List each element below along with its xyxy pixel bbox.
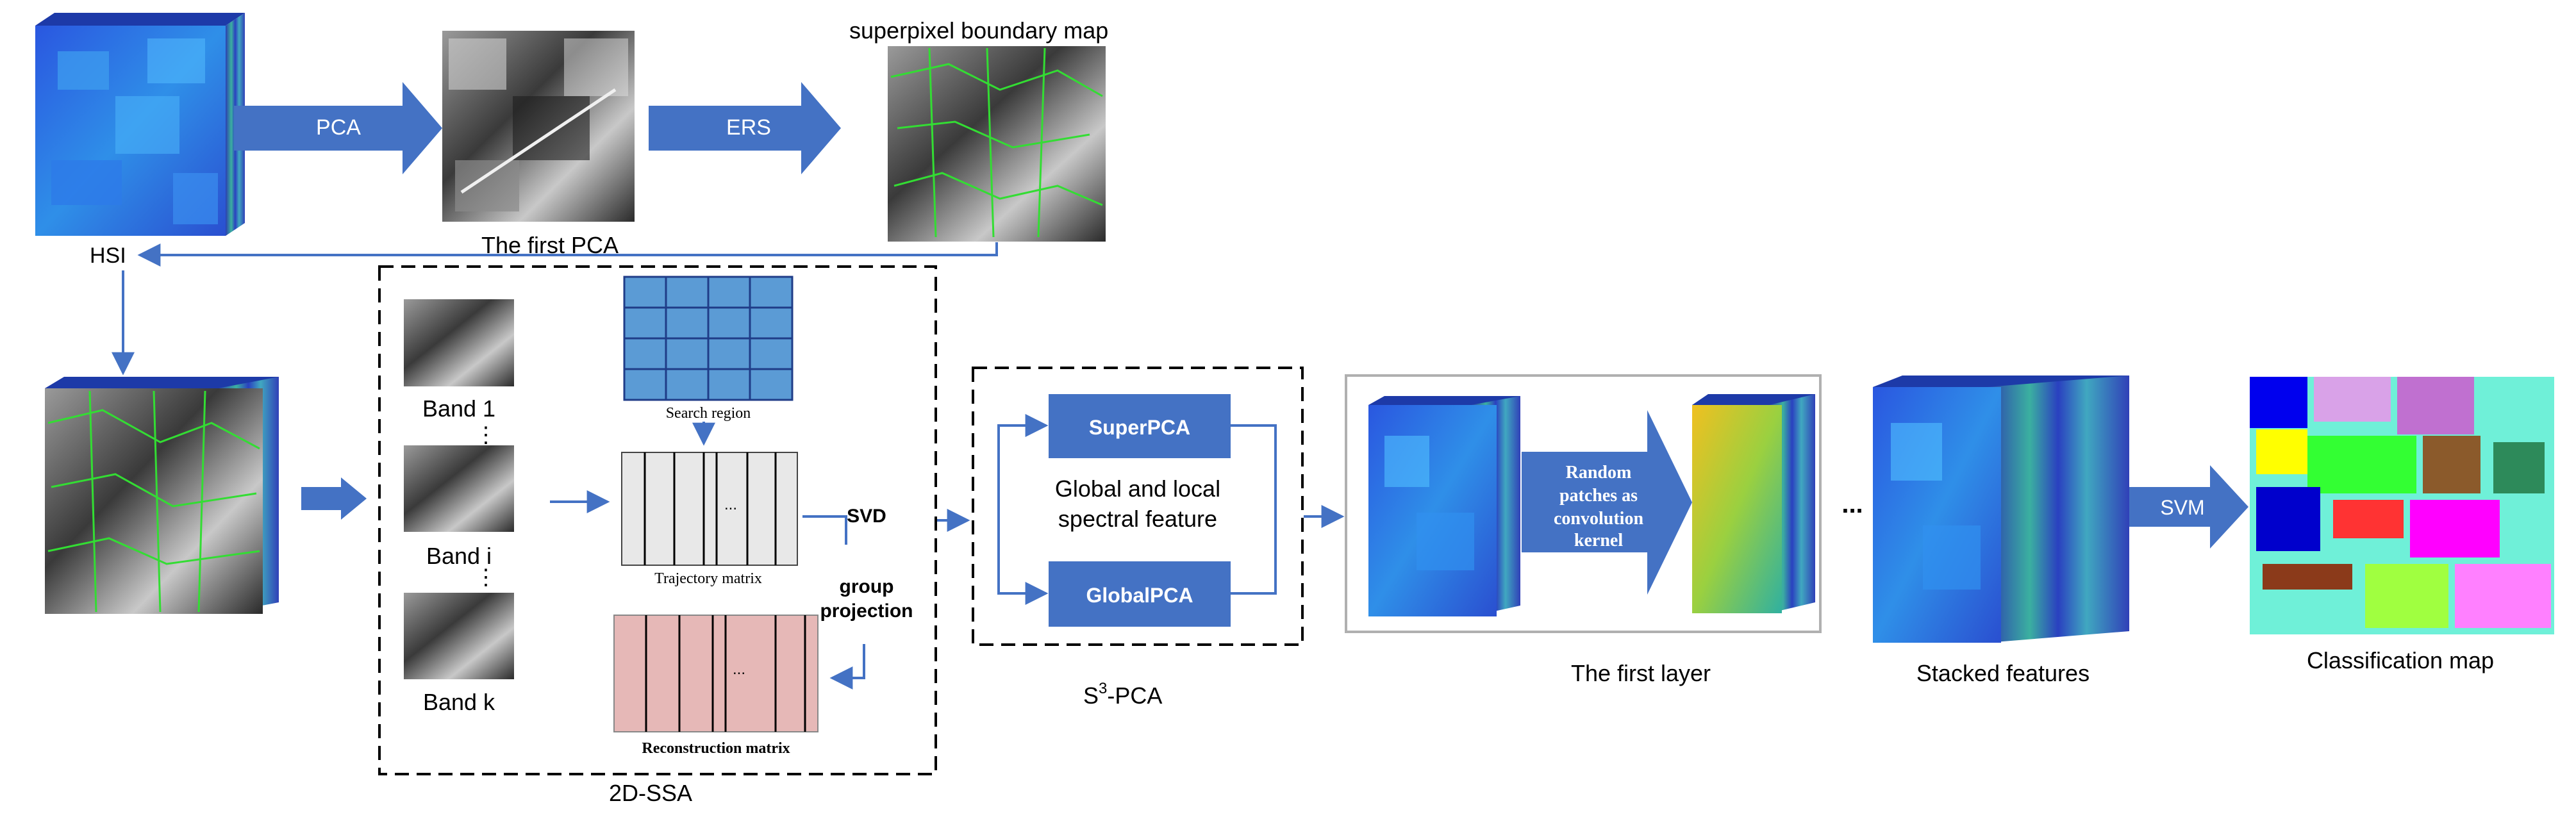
random-patches-line-3: convolution [1554,509,1643,529]
reconstruction-matrix [613,615,819,732]
classification-map-label: Classification map [2307,647,2494,673]
search-region-label: Search region [666,405,751,422]
svd-in-connector [802,515,847,545]
feedback-connector [137,242,998,267]
reconstruction-matrix-label: Reconstruction matrix [642,740,790,757]
global-local-line-2: spectral feature [1058,506,1217,532]
band-1-image [404,299,514,386]
superpca-box [1049,394,1231,458]
band-i-label: Band i [426,543,492,569]
hsi-label: HSI [90,244,126,268]
pca-arrow [234,82,442,174]
svm-arrow [2129,465,2248,549]
stacked-features-label: Stacked features [1916,660,2090,686]
ssa-label: 2D-SSA [609,780,692,806]
layers-ellipsis: ... [1841,490,1863,518]
superpca-label: SuperPCA [1089,416,1190,439]
band-dots-1: ⋮ [475,423,497,447]
first-layer-input-cube [1368,396,1520,616]
band-dots-2: ⋮ [475,565,497,590]
first-pca-image [442,31,635,222]
ssa-dashed-box [378,265,937,775]
s3pca-superscript: 3 [1099,680,1107,697]
superpixel-cube [45,377,279,614]
trajectory-matrix-label: Trajectory matrix [654,570,762,587]
ers-arrow-label: ERS [726,115,771,140]
first-layer-output-cube [1692,394,1815,613]
search-region-grid [623,276,794,401]
random-patches-line-4: kernel [1574,531,1623,550]
band-k-image [404,593,514,679]
classification-map [2250,377,2554,634]
random-patches-line-1: Random [1566,463,1632,483]
band-i-image [404,445,514,532]
trajectory-ellipsis: ... [724,496,737,513]
svd-out-connector [829,644,865,690]
s3pca-prefix: S [1083,682,1099,709]
superpixel-boundary-map [888,46,1106,242]
pca-arrow-label: PCA [316,115,361,140]
ers-arrow [649,82,841,174]
split-up-connector [997,414,1049,520]
hsi-cube [35,13,245,236]
stacked-features-cube [1873,376,2129,643]
superpixel-map-title: superpixel boundary map [849,17,1108,44]
svm-arrow-label: SVM [2160,496,2204,519]
band-k-label: Band k [423,689,495,715]
reconstruction-ellipsis: ... [733,661,745,678]
s3pca-suffix: -PCA [1107,682,1162,709]
band-1-label: Band 1 [422,395,495,422]
s3pca-dashed-box [972,367,1304,646]
ssa-input-arrow [301,477,367,520]
svd-label-line-2: group [840,576,894,597]
random-patches-arrow [1522,410,1692,595]
trajectory-matrix [621,452,798,566]
svd-label-line-1: SVD [847,506,886,527]
split-down-connector [997,520,1049,605]
global-local-line-1: Global and local [1055,475,1220,502]
random-patches-line-2: patches as [1559,486,1638,506]
first-layer-label: The first layer [1571,660,1711,686]
globalpca-box [1049,561,1231,627]
merge-connector [1231,424,1277,595]
s3pca-label: S3-PCA [1083,680,1162,709]
svd-label-line-3: projection [820,600,913,622]
globalpca-label: GlobalPCA [1086,584,1193,607]
